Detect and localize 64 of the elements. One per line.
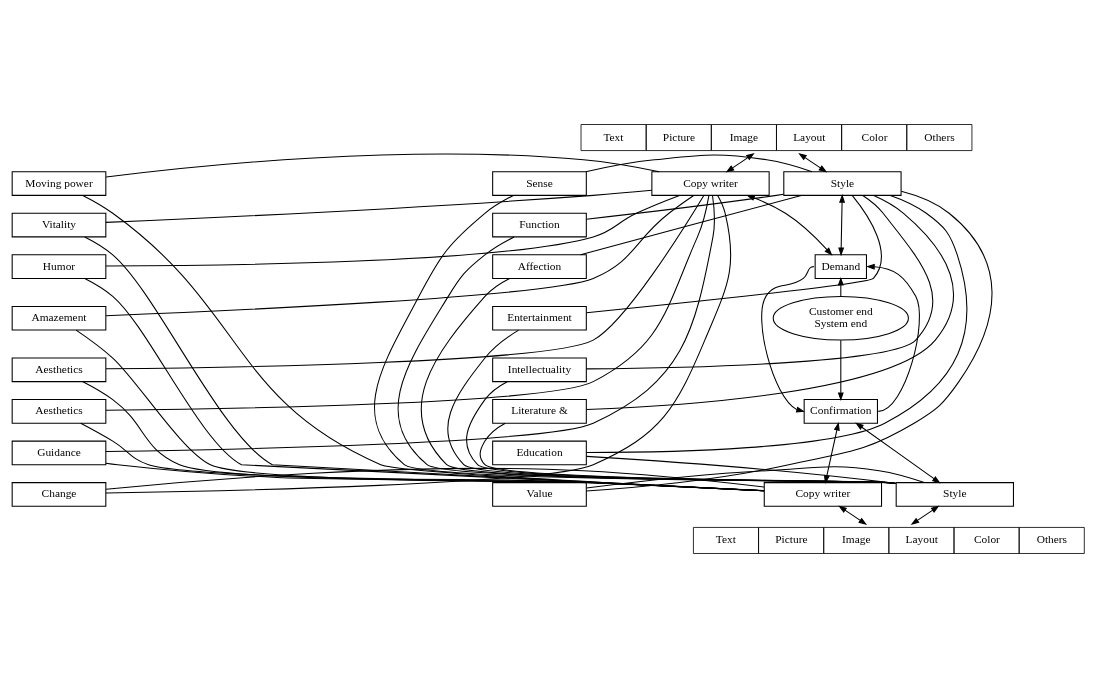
node-box: Vitality <box>11 212 107 237</box>
arrow <box>866 263 920 412</box>
connector <box>105 462 765 491</box>
node-box: Affection <box>492 253 587 279</box>
connector <box>80 422 765 491</box>
arrow <box>910 505 940 525</box>
node-box: Copy writer <box>651 170 770 196</box>
connector <box>585 465 925 489</box>
node-box: Sense <box>492 170 587 196</box>
node-box: Moving power <box>11 170 107 196</box>
node-box: Function <box>492 212 587 237</box>
connector <box>105 194 705 369</box>
node-box: Confirmation <box>803 398 878 424</box>
connector <box>105 152 660 178</box>
node-box: Aesthetics <box>11 398 107 424</box>
connector <box>585 194 968 453</box>
arrow <box>838 193 846 256</box>
node-ellipse: Customer end System end <box>772 295 909 341</box>
node-box: Style <box>895 481 1014 507</box>
connector <box>479 422 897 484</box>
connector <box>585 190 993 492</box>
arrow <box>838 505 868 525</box>
node-box: Entertainment <box>492 305 587 331</box>
arrow <box>746 194 833 256</box>
node-box: Literature & <box>492 398 587 424</box>
node-box: Copy writer <box>763 481 883 507</box>
connector <box>105 189 653 223</box>
connector <box>397 235 897 484</box>
connector <box>82 380 765 491</box>
node-box: Change <box>11 481 107 507</box>
arrow <box>855 421 941 484</box>
connector <box>585 194 934 369</box>
connector <box>105 194 695 316</box>
arrow <box>725 152 755 173</box>
connector <box>585 193 784 220</box>
arrow <box>823 421 840 484</box>
node-box: Education <box>492 440 587 465</box>
node-box: Style <box>783 170 902 196</box>
node-box: Intellectuality <box>492 357 587 382</box>
node-box: Humor <box>11 253 107 279</box>
connector <box>447 329 897 484</box>
connector <box>75 329 765 491</box>
connector <box>586 455 897 484</box>
connector <box>585 154 813 172</box>
connector <box>105 194 715 452</box>
node-box: Demand <box>814 253 867 279</box>
node-box: Guidance <box>11 440 107 465</box>
arrow <box>837 276 844 297</box>
connector <box>374 194 897 484</box>
arrow <box>837 339 844 401</box>
connector <box>105 194 710 411</box>
node-box: Aesthetics <box>11 357 107 382</box>
connector <box>586 194 955 410</box>
connector <box>580 194 802 255</box>
node-box: Value <box>492 481 587 507</box>
node-box: Amazement <box>11 305 107 331</box>
connector <box>105 467 765 490</box>
connector <box>84 277 765 491</box>
connector <box>105 194 680 266</box>
arrow <box>761 265 815 412</box>
arrow <box>798 152 828 173</box>
connector <box>466 380 897 484</box>
connector <box>420 277 897 484</box>
connector <box>586 194 882 313</box>
